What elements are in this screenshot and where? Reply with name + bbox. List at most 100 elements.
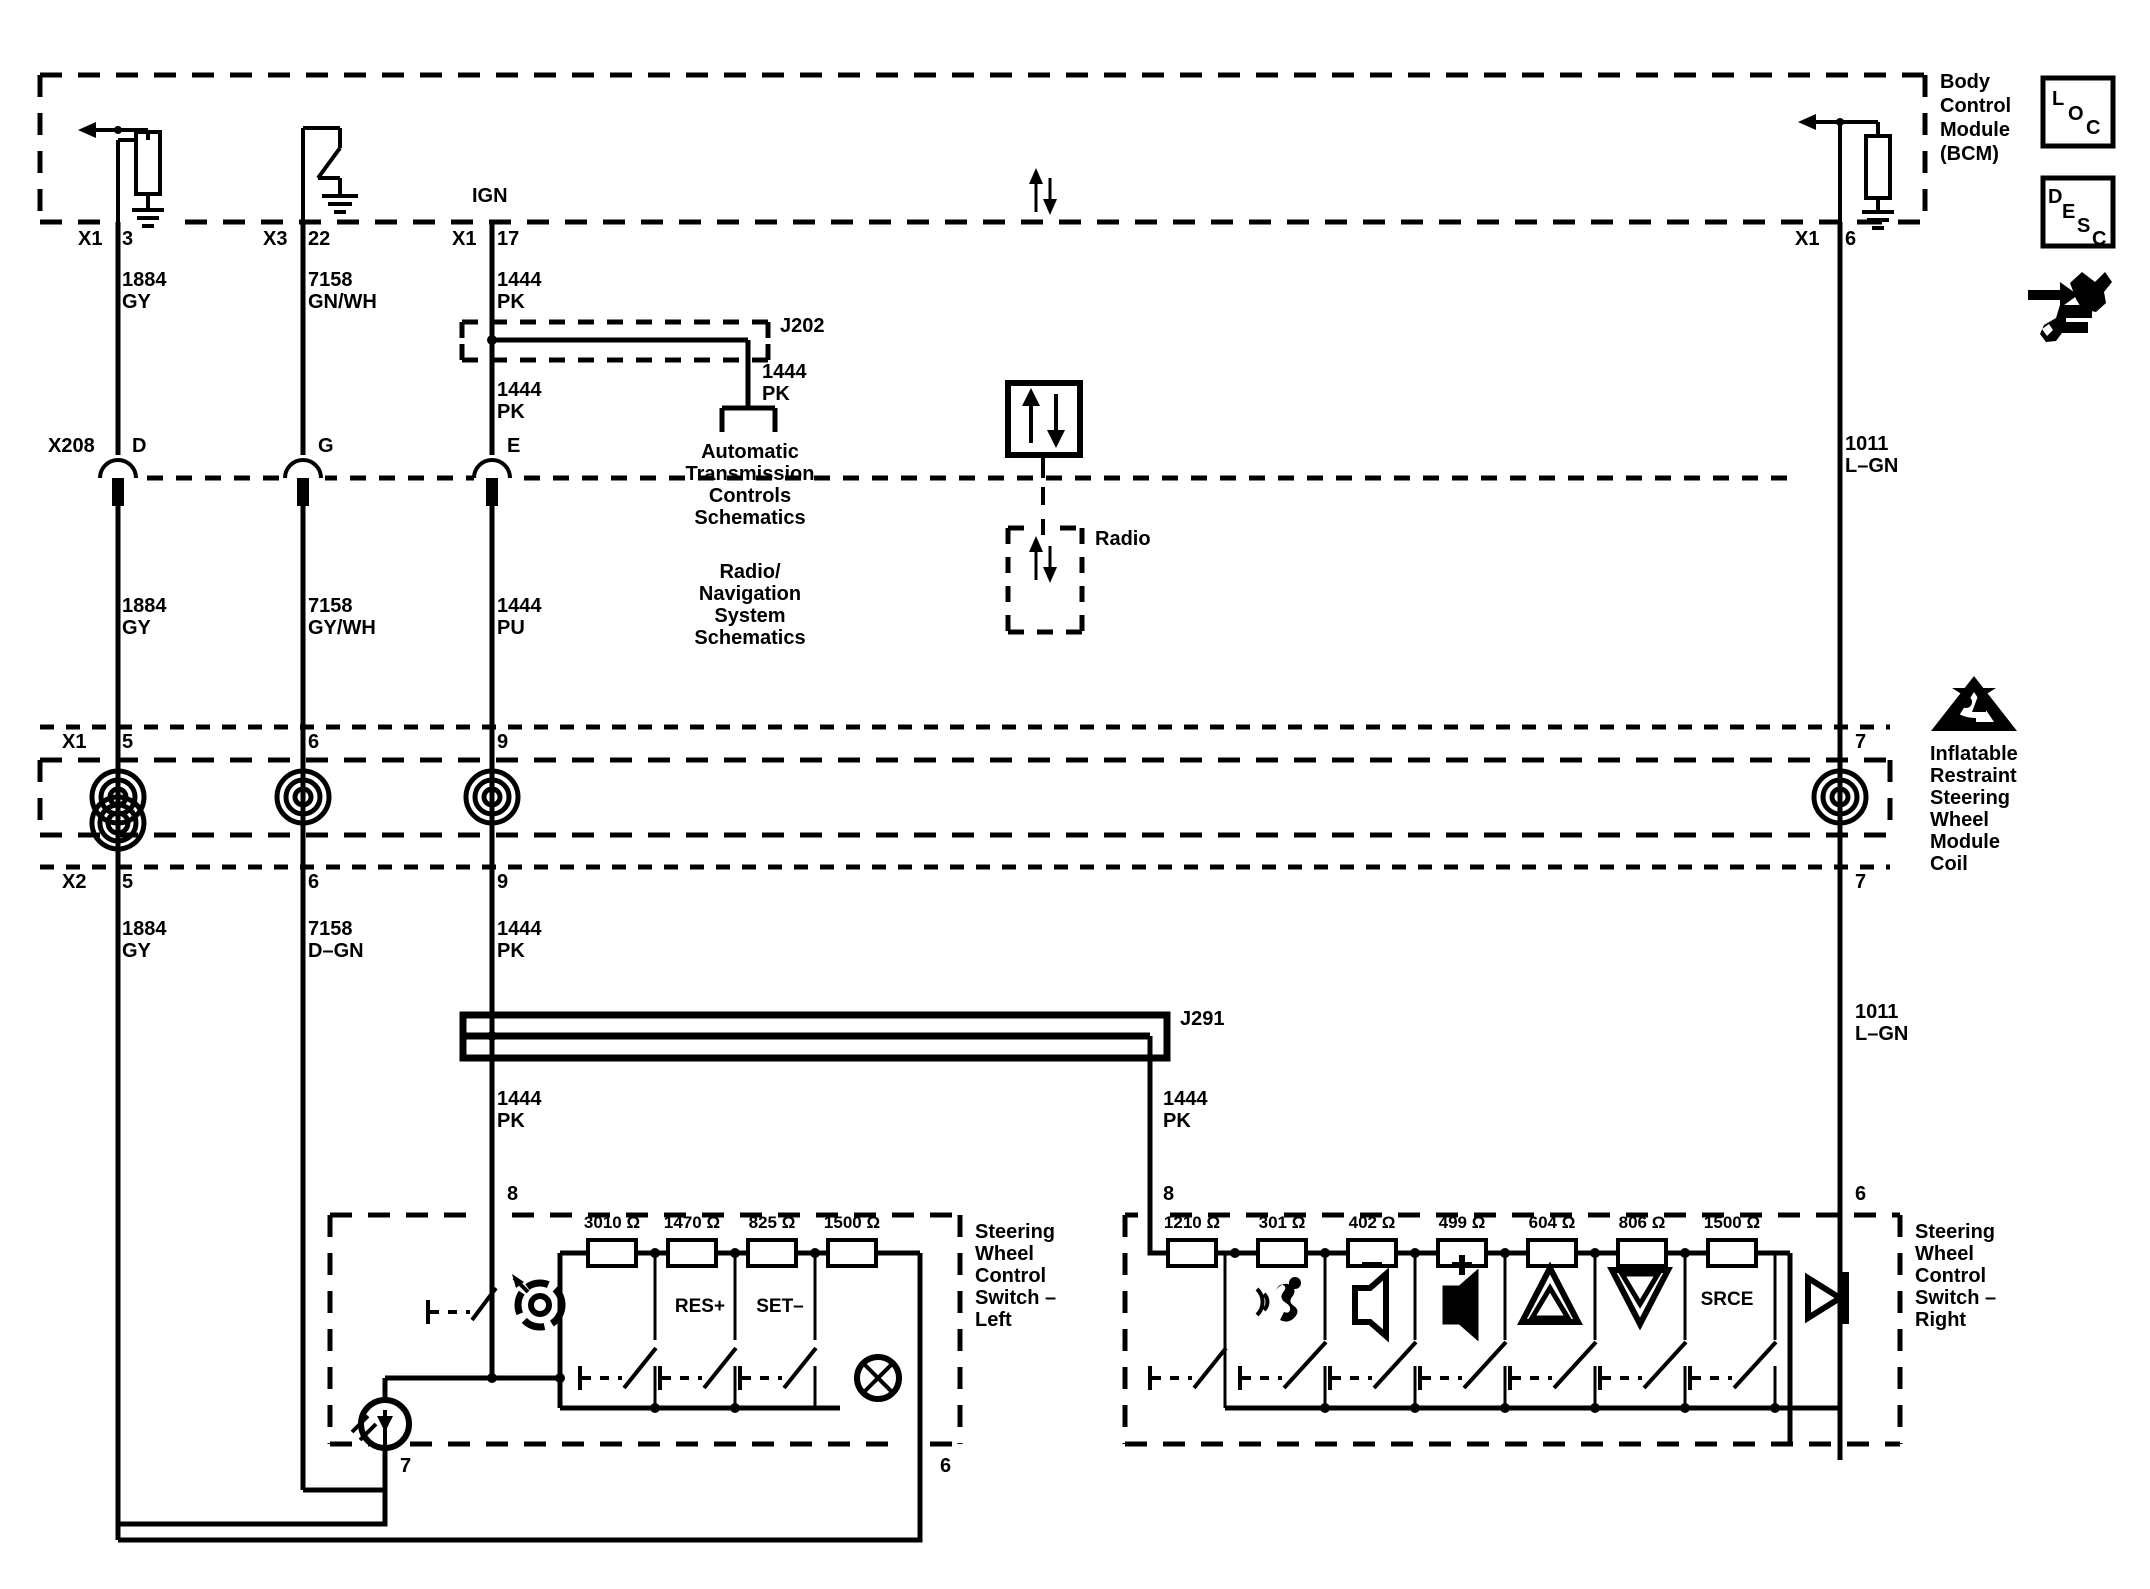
left-cruise-master-switch[interactable]: [426, 1286, 498, 1383]
right-resistor-ladder: 1210 Ω 301 Ω 402 Ω 499 Ω 604 Ω 806 Ω 150…: [1147, 1213, 1843, 1444]
right-resistor-0: [1166, 1238, 1218, 1268]
coil-x2-pin3: 7: [1855, 871, 1866, 893]
coil-spiral-3: [463, 768, 521, 826]
radio-box-label: Radio: [1095, 528, 1151, 550]
radio-data-link: Radio: [1005, 168, 1151, 635]
swcs-right-line4: Switch –: [1915, 1287, 1996, 1309]
bcm-pin3-connector: X1: [1795, 228, 1819, 250]
swcs-left-pin-ground: 7: [400, 1455, 411, 1477]
bcm-pin3-wirecolor: L–GN: [1845, 455, 1898, 477]
source-icon: [1805, 1272, 1849, 1324]
coil-x1-pin1: 6: [308, 731, 319, 753]
mid-wire1-no: 7158: [308, 918, 353, 940]
x208-term0-wireno: 1884: [122, 595, 167, 617]
swcs-left-enclosure: [327, 1212, 963, 1447]
right-resistor-label-2: 402 Ω: [1349, 1213, 1396, 1232]
j291-label: J291: [1180, 1008, 1225, 1030]
left-switch-res-plus[interactable]: RES+: [658, 1296, 738, 1390]
right-resistor-1: [1256, 1238, 1308, 1268]
volume-down-icon: [1352, 1262, 1389, 1343]
right-resistor-label-1: 301 Ω: [1259, 1213, 1306, 1232]
left-resistor-label-0: 3010 Ω: [584, 1213, 640, 1232]
left-switch-0[interactable]: [578, 1346, 658, 1390]
coil-module: X1 5 6 9 7 X2 5 6 9 7: [37, 724, 1893, 893]
volume-up-icon: [1442, 1255, 1479, 1342]
bcm-pin2-wireno: 1444: [497, 269, 542, 291]
bcm-pin0-connector: X1: [78, 228, 102, 250]
wrench-arrow-icon[interactable]: [2028, 272, 2112, 342]
x208-term0-id: D: [132, 435, 146, 457]
bcm-label-line4: (BCM): [1940, 143, 1999, 165]
ref-automatic-transmission: Automatic Transmission Controls Schemati…: [686, 441, 815, 529]
right-switch-seek-down[interactable]: [1598, 1340, 1688, 1390]
bcm-pin0-wireno: 1884: [122, 269, 167, 291]
coil-x1-pin2: 9: [497, 731, 508, 753]
mid-wire2-color: PK: [497, 940, 525, 962]
left-resistor-3: [826, 1238, 878, 1268]
bcm-pin1-number: 22: [308, 228, 330, 250]
bcm-label-line1: Body: [1940, 71, 1991, 93]
left-branch-wirecolor: PK: [497, 1110, 525, 1132]
left-branch-wireno: 1444: [497, 1088, 542, 1110]
bidirectional-arrow-icon-radio: [1029, 536, 1057, 583]
coil-spiral-1: [89, 768, 147, 852]
coil-x2-pin2: 9: [497, 871, 508, 893]
coil-x1-pin3: 7: [1855, 731, 1866, 753]
ref-trans-line2: Transmission: [686, 463, 815, 485]
bcm-pin2-wirecolor: PK: [497, 291, 525, 313]
desc-letter-s: S: [2077, 215, 2090, 237]
mid-wire0-color: GY: [122, 940, 152, 962]
left-resistor-label-3: 1500 Ω: [824, 1213, 880, 1232]
left-switch-set-minus[interactable]: SET–: [738, 1296, 818, 1390]
ref-radio-navigation: Radio/ Navigation System Schematics: [694, 561, 805, 649]
coil-x1-pin0: 5: [122, 731, 133, 753]
x208-term0-wirecolor: GY: [122, 617, 152, 639]
bcm-pullup-x1-6: [1798, 114, 1894, 230]
coil-label-line6: Coil: [1930, 853, 1968, 875]
right-switch-0[interactable]: [1148, 1346, 1228, 1390]
right-branch-wireno: 1444: [1163, 1088, 1208, 1110]
swcs-right-line3: Control: [1915, 1265, 1986, 1287]
coil-x2-pin0: 5: [122, 871, 133, 893]
legend-box-loc[interactable]: L O C: [2040, 75, 2116, 149]
ref-radionav-line3: System: [714, 605, 785, 627]
bcm-label-line2: Control: [1940, 95, 2011, 117]
loc-letter-o: O: [2068, 103, 2084, 125]
x208-term1-wirecolor: GY/WH: [308, 617, 376, 639]
splice-j291: J291: [459, 1008, 1225, 1062]
splice-j202: J202 1444 PK: [459, 315, 825, 432]
right-switch-label-srce: SRCE: [1701, 1289, 1754, 1310]
swcs-right-line1: Steering: [1915, 1221, 1995, 1243]
coil-module-label: Inflatable Restraint Steering Wheel Modu…: [1930, 743, 2018, 875]
right-switch-voice[interactable]: [1238, 1340, 1328, 1390]
coil-label-line5: Module: [1930, 831, 2000, 853]
loc-letter-c: C: [2086, 117, 2100, 139]
swcs-left-line4: Switch –: [975, 1287, 1056, 1309]
left-signal-return-path: [118, 1444, 923, 1543]
right-switch-vol-down[interactable]: [1328, 1340, 1418, 1390]
desc-letter-d: D: [2048, 186, 2062, 208]
ref-radionav-line4: Schematics: [694, 627, 805, 649]
bidirectional-arrow-icon-top: [1029, 168, 1057, 215]
j202-label: J202: [780, 315, 825, 337]
bcm-pin3-wireno: 1011: [1845, 433, 1888, 455]
ref-trans-line3: Controls: [709, 485, 791, 507]
bcm-pin1-wirecolor: GN/WH: [308, 291, 377, 313]
coil-label-line1: Inflatable: [1930, 743, 2018, 765]
left-resistor-1: [666, 1238, 718, 1268]
bcm-pin1-wireno: 7158: [308, 269, 353, 291]
bcm-pin2-connector: X1: [452, 228, 476, 250]
right-switch-vol-up[interactable]: [1418, 1340, 1508, 1390]
right-resistor-label-6: 1500 Ω: [1704, 1213, 1760, 1232]
coil-label-line3: Steering: [1930, 787, 2010, 809]
right-switch-seek-up[interactable]: [1508, 1340, 1598, 1390]
seek-down-icon: [1607, 1267, 1673, 1331]
airbag-warning-icon: [1931, 676, 2017, 731]
loc-letter-l: L: [2052, 88, 2064, 110]
ref-trans-line1: Automatic: [701, 441, 799, 463]
right-switch-source[interactable]: SRCE: [1688, 1289, 1778, 1390]
left-switch-label-res: RES+: [675, 1296, 725, 1317]
legend-box-desc[interactable]: D E S C: [2040, 175, 2116, 250]
bcm-ground-x3-22: [301, 126, 358, 222]
